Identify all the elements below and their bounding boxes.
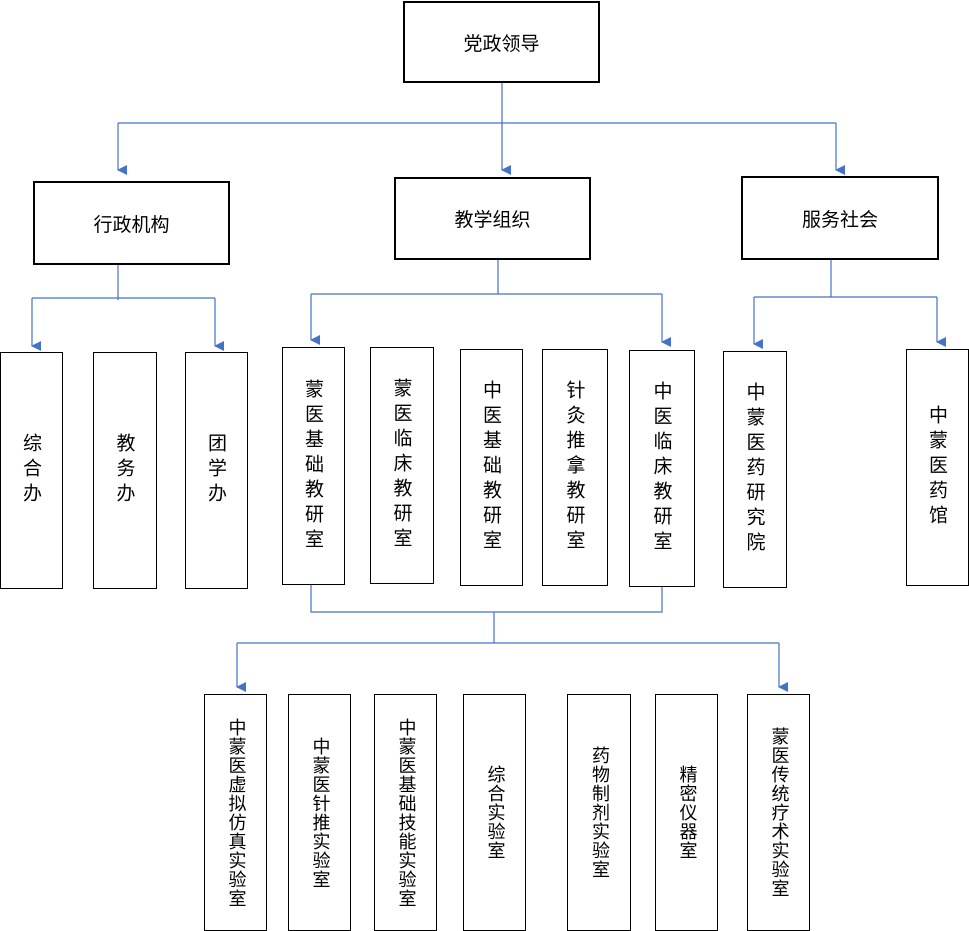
node-medicine-hall: 中蒙医药馆 (906, 349, 969, 586)
node-youth-office: 团学办 (185, 352, 248, 589)
node-label: 中医基础教研室 (480, 380, 502, 555)
node-lab-virtual-sim: 中蒙医虚拟仿真实验室 (204, 694, 267, 931)
node-label: 药物制剂实验室 (589, 746, 610, 879)
node-lab-comprehensive: 综合实验室 (463, 694, 526, 931)
node-label: 中蒙医药馆 (926, 405, 948, 530)
node-label: 中医临床教研室 (650, 381, 673, 556)
node-social-service: 服务社会 (741, 176, 939, 260)
node-chinese-basic-dept: 中医基础教研室 (460, 349, 523, 586)
node-label: 团学办 (205, 433, 227, 508)
node-label: 行政机构 (93, 213, 170, 236)
node-label: 党政领导 (463, 32, 540, 55)
node-mongolian-clinical-dept: 蒙医临床教研室 (370, 347, 434, 584)
node-lab-basic-skills: 中蒙医基础技能实验室 (374, 694, 437, 931)
node-label: 蒙医基础教研室 (302, 378, 324, 554)
node-mongolian-basic-dept: 蒙医基础教研室 (282, 347, 345, 585)
node-label: 综合实验室 (484, 765, 506, 860)
node-label: 中蒙医基础技能实验室 (395, 717, 417, 908)
node-label: 蒙医传统疗术实验室 (768, 727, 790, 898)
node-label: 教学组织 (454, 209, 531, 231)
node-label: 服务社会 (801, 208, 878, 231)
node-lab-acupuncture: 中蒙医针推实验室 (288, 694, 351, 931)
node-chinese-clinical-dept: 中医临床教研室 (629, 350, 695, 587)
node-teaching-org: 教学组织 (394, 177, 591, 260)
node-label: 针灸推拿教研室 (563, 380, 586, 555)
node-lab-pharmaceutics: 药物制剂实验室 (567, 694, 631, 931)
node-research-institute: 中蒙医药研究院 (723, 351, 787, 588)
node-label: 精密仪器室 (676, 765, 698, 860)
node-label: 中蒙医针推实验室 (309, 736, 331, 889)
node-general-office: 综合办 (0, 352, 63, 589)
node-label: 综合办 (20, 433, 42, 508)
node-lab-traditional-therapy: 蒙医传统疗术实验室 (747, 694, 810, 931)
node-lab-precision-instruments: 精密仪器室 (655, 694, 718, 931)
node-acupuncture-dept: 针灸推拿教研室 (542, 349, 608, 586)
node-label: 中蒙医虚拟仿真实验室 (225, 717, 247, 908)
node-admin-agency: 行政机构 (33, 181, 230, 265)
node-party-leadership: 党政领导 (403, 1, 600, 83)
node-label: 中蒙医药研究院 (743, 382, 766, 557)
node-label: 蒙医临床教研室 (390, 378, 413, 553)
node-academic-office: 教务办 (93, 352, 157, 589)
node-label: 教务办 (113, 433, 136, 508)
